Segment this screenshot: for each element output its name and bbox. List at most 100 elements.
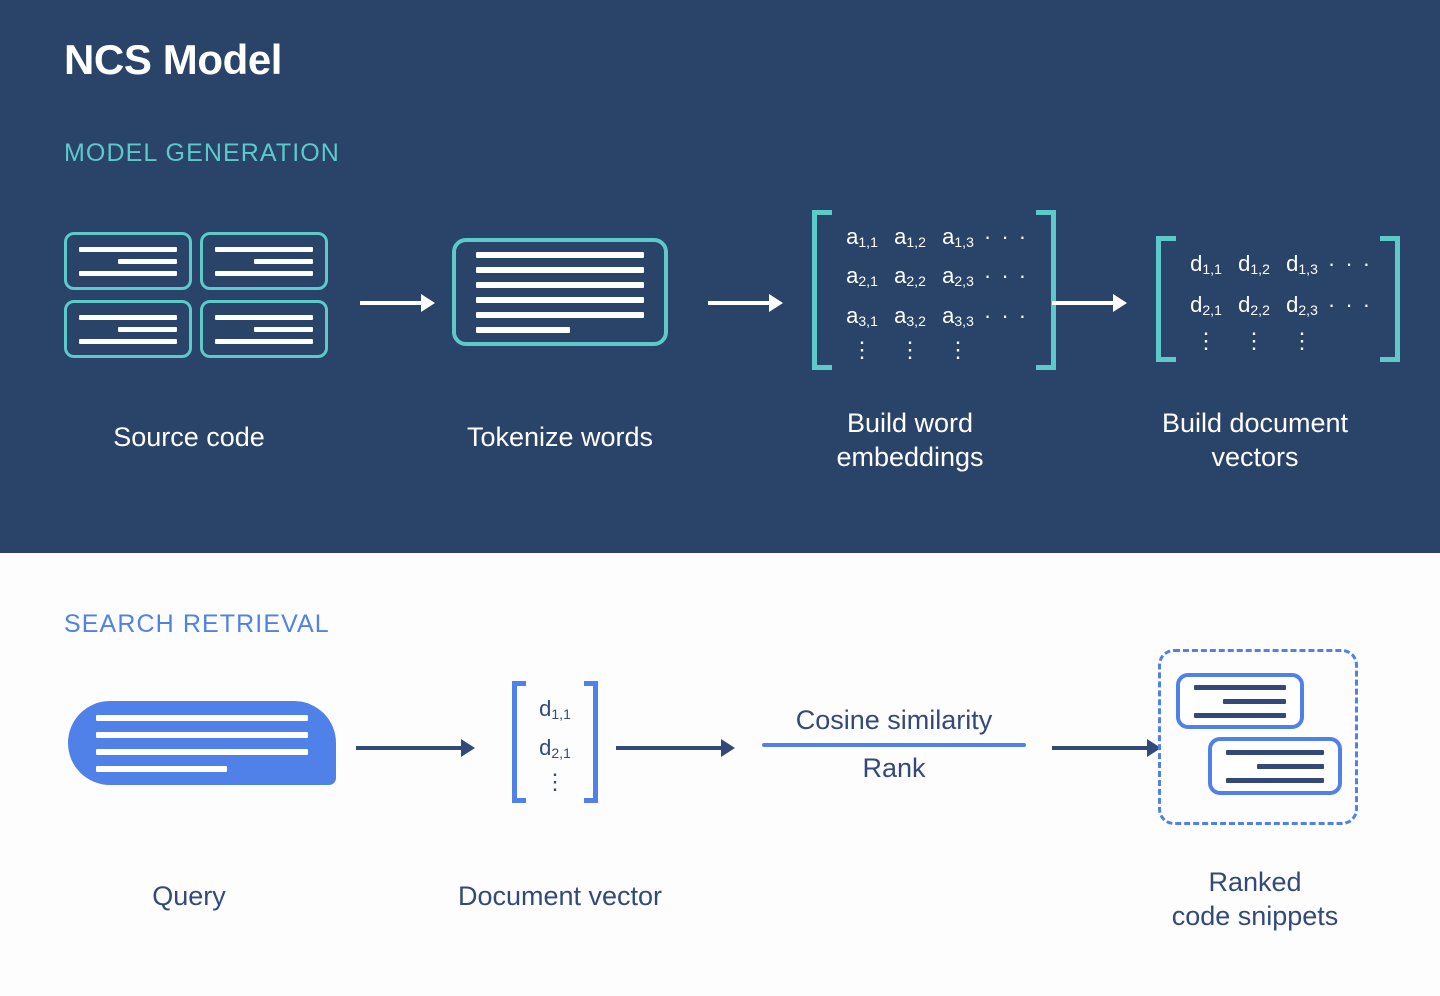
matrix-vertical-dots: ⋮ bbox=[1195, 327, 1217, 353]
query-line bbox=[96, 714, 308, 721]
label-line: Build word bbox=[846, 408, 974, 438]
code-line bbox=[79, 246, 177, 252]
matrix-vertical-dots: ⋮ bbox=[899, 336, 921, 362]
code-line bbox=[476, 251, 644, 258]
arrow-right-icon bbox=[1052, 294, 1128, 312]
code-line bbox=[1226, 777, 1324, 783]
code-line bbox=[476, 296, 644, 303]
page-title: NCS Model bbox=[64, 36, 283, 83]
bracket-left-icon bbox=[1156, 236, 1176, 362]
bracket-right-icon bbox=[1036, 210, 1056, 370]
stage-label-source-code: Source code bbox=[113, 422, 265, 452]
arrow-right-icon bbox=[356, 739, 476, 757]
code-card bbox=[200, 232, 328, 290]
matrix-cell-empty bbox=[1326, 331, 1374, 350]
snippet-card bbox=[1208, 737, 1342, 795]
matrix-cell: · · · bbox=[983, 223, 1029, 249]
section-eyebrow-model-generation: MODEL GENERATION bbox=[64, 139, 340, 167]
code-line bbox=[79, 270, 177, 276]
bracket-left-icon bbox=[812, 210, 832, 370]
matrix-cell-empty bbox=[982, 341, 1030, 358]
tokenized-document-icon bbox=[452, 238, 668, 346]
label-line: Ranked bbox=[1208, 867, 1302, 897]
stage-label-build-document-vectors: Build document vectors bbox=[1105, 406, 1405, 474]
stage-label-build-word-embeddings: Build word embeddings bbox=[760, 406, 1060, 474]
code-line bbox=[1257, 763, 1324, 769]
matrix-cell: · · · bbox=[1327, 292, 1373, 318]
code-line bbox=[1194, 684, 1286, 690]
stage-label-ranked-code-snippets: Ranked code snippets bbox=[1105, 865, 1405, 933]
bracket-right-icon bbox=[1380, 236, 1400, 362]
section-eyebrow-search-retrieval: SEARCH RETRIEVAL bbox=[64, 610, 330, 638]
matrix-vertical-dots: ⋮ bbox=[947, 336, 969, 362]
code-line bbox=[79, 338, 177, 344]
model-generation-section: NCS Model MODEL GENERATION bbox=[0, 0, 1440, 553]
code-card bbox=[64, 232, 192, 290]
code-line bbox=[476, 311, 644, 318]
code-card bbox=[200, 300, 328, 358]
query-line bbox=[96, 765, 228, 772]
code-line bbox=[476, 281, 644, 288]
code-line bbox=[254, 258, 313, 264]
code-card bbox=[64, 300, 192, 358]
code-line bbox=[215, 314, 313, 320]
stage-label-document-vector: Document vector bbox=[457, 881, 663, 911]
matrix-vertical-dots: ⋮ bbox=[851, 336, 873, 362]
fraction-denominator: Rank bbox=[862, 753, 926, 783]
ranked-snippets-boundary bbox=[1158, 649, 1358, 825]
arrow-right-icon bbox=[708, 294, 784, 312]
cosine-rank-fraction-icon: Cosine similarity Rank bbox=[762, 703, 1026, 785]
code-line bbox=[476, 266, 644, 273]
fraction-bar bbox=[762, 743, 1026, 747]
code-line bbox=[215, 338, 313, 344]
bracket-right-icon bbox=[584, 681, 598, 803]
code-line bbox=[215, 246, 313, 252]
matrix-cell: · · · bbox=[983, 302, 1029, 328]
matrix-cell: · · · bbox=[1327, 250, 1373, 276]
code-line bbox=[1194, 712, 1286, 718]
matrix-vertical-dots: ⋮ bbox=[544, 768, 566, 794]
bracket-left-icon bbox=[512, 681, 526, 803]
code-line bbox=[118, 326, 177, 332]
label-line: code snippets bbox=[1171, 901, 1339, 931]
label-line: embeddings bbox=[836, 442, 984, 472]
code-line bbox=[118, 258, 177, 264]
matrix-vertical-dots: ⋮ bbox=[1243, 327, 1265, 353]
code-line bbox=[1223, 698, 1286, 704]
code-line bbox=[1226, 749, 1324, 755]
query-bubble-icon bbox=[68, 701, 336, 785]
code-line bbox=[254, 326, 313, 332]
label-line: Build document bbox=[1161, 408, 1349, 438]
stage-label-tokenize-words: Tokenize words bbox=[466, 422, 654, 452]
query-line bbox=[96, 731, 308, 738]
stage-label-query: Query bbox=[152, 881, 226, 911]
arrow-right-icon bbox=[360, 294, 436, 312]
fraction-numerator: Cosine similarity bbox=[795, 705, 993, 735]
matrix-vertical-dots: ⋮ bbox=[1291, 327, 1313, 353]
arrow-right-icon bbox=[1052, 739, 1162, 757]
code-line bbox=[215, 270, 313, 276]
code-line bbox=[79, 314, 177, 320]
